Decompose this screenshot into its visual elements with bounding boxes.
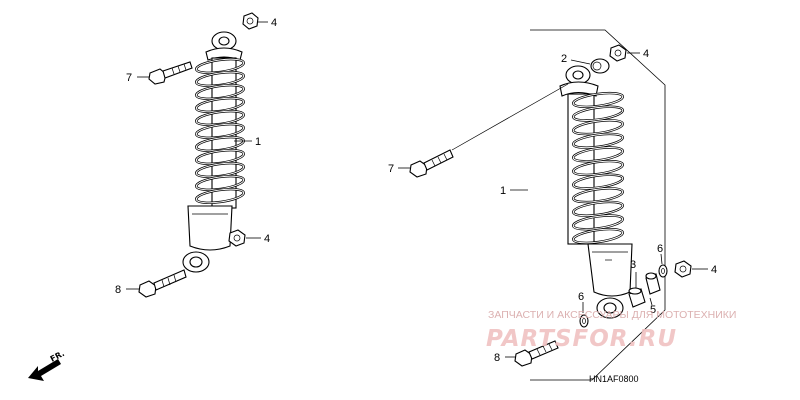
right-washer-upper <box>658 264 668 278</box>
assembly-frame <box>530 29 666 381</box>
left-nut-top <box>242 12 259 30</box>
spring-coil-highlight <box>572 92 624 108</box>
spring-coil-highlight <box>572 215 624 230</box>
spring-coil-highlight <box>572 133 624 149</box>
right-bolt-top-guide-line <box>451 83 569 151</box>
diagram-code: HN1AF0800 <box>589 374 639 384</box>
right-bolt-top <box>409 149 454 178</box>
spring-coil-highlight <box>572 106 624 121</box>
spring-coil-highlight <box>572 174 624 189</box>
callout-right-collar-bottom: 5 <box>650 304 656 316</box>
left-bolt-top <box>148 61 193 85</box>
callout-right-collar-top: 2 <box>561 53 567 65</box>
right-bolt-bottom <box>514 340 559 367</box>
spring-coil-highlight <box>572 119 624 135</box>
right-collar-bottom <box>628 287 646 308</box>
spring-coil-highlight <box>195 188 245 204</box>
right-nut-top <box>609 44 627 62</box>
spring-coil-highlight <box>572 201 624 217</box>
callout-right-washer-upper: 6 <box>657 243 663 255</box>
right-spring-coil <box>572 91 624 245</box>
callout-right-bolt-top: 7 <box>388 163 394 175</box>
watermark-caption: ЗАПЧАСТИ И АКСЕССУАРЫ ДЛЯ МОТОТЕХНИКИ <box>488 309 736 321</box>
callout-right-bushing: 3 <box>630 259 636 271</box>
left-spring-coil <box>195 57 245 205</box>
callout-right-shock: 1 <box>500 185 506 197</box>
callout-right-bolt-bottom: 8 <box>494 352 500 364</box>
callout-right-nut-top: 4 <box>643 48 649 60</box>
spring-coil-highlight <box>572 160 624 176</box>
left-bolt-bottom <box>138 269 187 298</box>
spring-coil-highlight <box>572 187 624 203</box>
left-shock-absorber <box>182 31 245 273</box>
spring-coil-highlight <box>572 228 624 244</box>
callout-left-bolt-bottom: 8 <box>115 284 121 296</box>
right-bushing <box>645 272 661 295</box>
callout-right-nut-bottom: 4 <box>711 264 717 276</box>
right-washer-lower <box>579 314 589 328</box>
watermark-brand: PARTSFOR.RU <box>486 326 677 352</box>
right-nut-bottom <box>674 260 692 278</box>
spring-coil-highlight <box>572 147 624 162</box>
left-nut-bottom <box>228 229 246 247</box>
callout-left-nut-bottom: 4 <box>264 233 270 245</box>
callout-right-washer-lower: 6 <box>578 291 584 303</box>
watermark: ЗАПЧАСТИ И АКСЕССУАРЫ ДЛЯ МОТОТЕХНИКИ PA… <box>486 309 736 352</box>
right-collar-top <box>590 58 610 74</box>
right-shock-absorber <box>559 65 633 319</box>
front-direction-arrow: FR. <box>28 349 66 381</box>
callout-left-bolt-top: 7 <box>126 72 132 84</box>
callout-left-nut-top: 4 <box>271 17 277 29</box>
callout-left-shock: 1 <box>255 136 261 148</box>
